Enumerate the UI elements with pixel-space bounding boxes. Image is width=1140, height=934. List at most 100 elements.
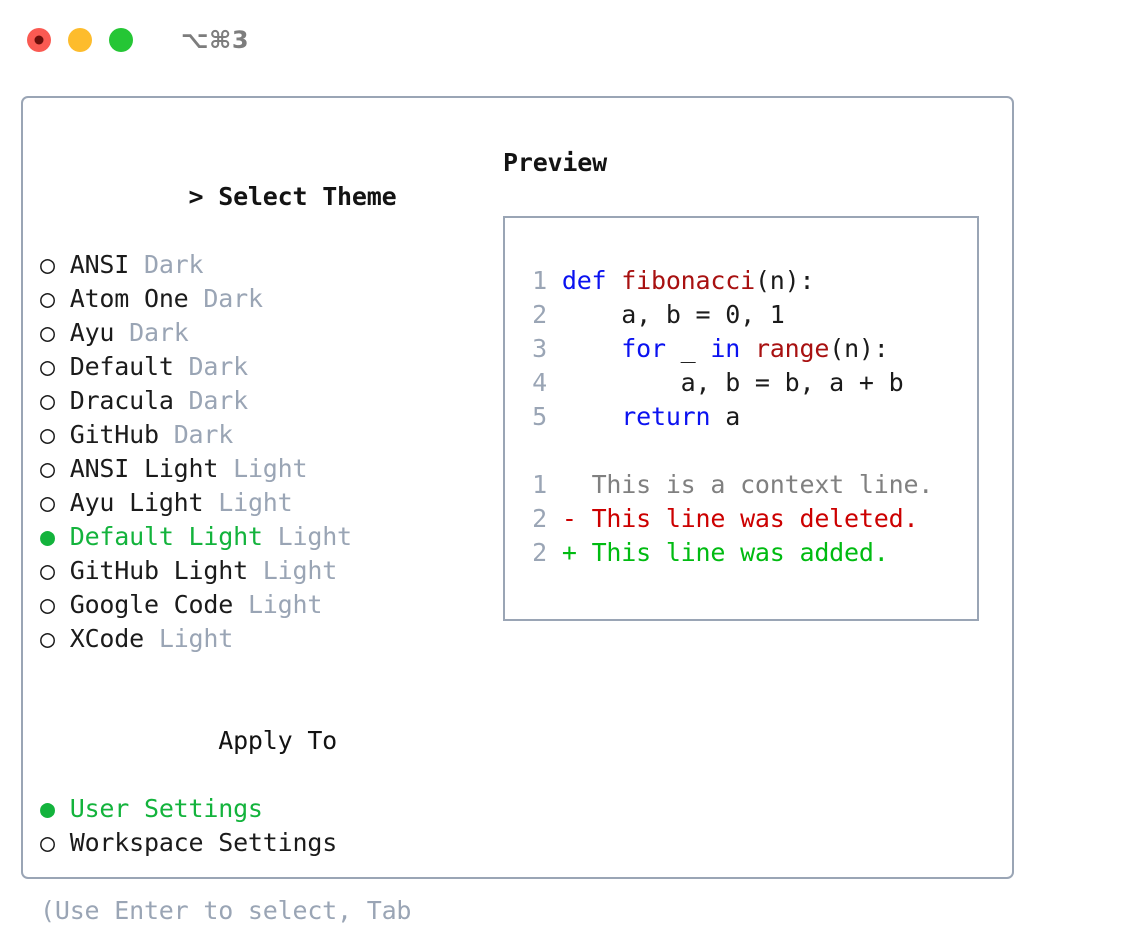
focus-caret-icon: > bbox=[188, 182, 204, 211]
diff-line-added: 2 + This line was added. bbox=[521, 536, 977, 570]
theme-option-label: XCode bbox=[69, 624, 144, 653]
minimize-button-icon[interactable] bbox=[68, 28, 92, 52]
apply-to-option-label: User Settings bbox=[69, 794, 263, 823]
apply-to-header: Apply To bbox=[40, 690, 470, 792]
theme-option-ayu[interactable]: ○ Ayu Dark bbox=[40, 316, 470, 350]
diff-text: This is a context line. bbox=[591, 470, 934, 499]
code-token bbox=[562, 334, 621, 363]
traffic-lights bbox=[27, 28, 133, 52]
theme-option-label: Default Light bbox=[69, 522, 263, 551]
theme-option-github[interactable]: ○ GitHub Dark bbox=[40, 418, 470, 452]
apply-to-option-list: ● User Settings○ Workspace Settings bbox=[40, 792, 470, 860]
theme-option-label: Dracula bbox=[69, 386, 174, 415]
code-token: fibonacci bbox=[621, 266, 755, 295]
theme-option-label: GitHub Light bbox=[69, 556, 248, 585]
diff-line-context: 1 This is a context line. bbox=[521, 468, 977, 502]
code-token: a bbox=[710, 402, 741, 431]
radio-unselected-icon: ○ bbox=[40, 488, 55, 517]
apply-to-option-workspace-settings[interactable]: ○ Workspace Settings bbox=[40, 826, 470, 860]
theme-option-variant-tag: Dark bbox=[129, 318, 189, 347]
theme-option-variant-tag: Dark bbox=[188, 386, 249, 415]
code-token: range bbox=[754, 334, 830, 363]
keyboard-hint-text: (Use Enter to select, Tab to change focu… bbox=[40, 896, 412, 934]
theme-option-variant-tag: Light bbox=[233, 454, 308, 483]
code-token: (n): bbox=[754, 266, 815, 295]
code-token: def bbox=[561, 266, 622, 295]
close-button-icon[interactable] bbox=[27, 28, 51, 52]
code-line: 3 for _ in range(n): bbox=[521, 332, 977, 366]
select-theme-header: > Select Theme bbox=[40, 146, 470, 248]
diff-marker: + bbox=[561, 538, 592, 567]
theme-option-ansi-light[interactable]: ○ ANSI Light Light bbox=[40, 452, 470, 486]
select-theme-header-label: Select Theme bbox=[218, 182, 397, 211]
line-number: 5 bbox=[532, 402, 547, 431]
theme-option-label: ANSI bbox=[69, 250, 130, 279]
radio-unselected-icon: ○ bbox=[40, 318, 55, 347]
theme-option-github-light[interactable]: ○ GitHub Light Light bbox=[40, 554, 470, 588]
theme-option-default[interactable]: ○ Default Dark bbox=[40, 350, 470, 384]
theme-option-label: Ayu Light bbox=[69, 488, 204, 517]
code-line: 5 return a bbox=[521, 400, 977, 434]
theme-option-variant-tag: Dark bbox=[203, 284, 263, 313]
code-token: in bbox=[710, 334, 741, 363]
apply-to-option-user-settings[interactable]: ● User Settings bbox=[40, 792, 470, 826]
radio-unselected-icon: ○ bbox=[40, 828, 55, 857]
code-line: 1 def fibonacci(n): bbox=[521, 264, 977, 298]
theme-option-variant-tag: Light bbox=[218, 488, 293, 517]
radio-unselected-icon: ○ bbox=[40, 386, 55, 415]
theme-option-ayu-light[interactable]: ○ Ayu Light Light bbox=[40, 486, 470, 520]
code-diff-spacer bbox=[521, 434, 977, 468]
radio-unselected-icon: ○ bbox=[40, 454, 55, 483]
theme-option-variant-tag: Dark bbox=[188, 352, 249, 381]
titlebar: ⌥⌘3 bbox=[0, 0, 1140, 80]
code-line: 4 a, b = b, a + b bbox=[521, 366, 977, 400]
theme-option-label: Google Code bbox=[69, 590, 234, 619]
theme-option-label: Ayu bbox=[69, 318, 115, 347]
code-token: (n): bbox=[829, 334, 889, 363]
code-token: return bbox=[621, 402, 711, 431]
theme-option-label: GitHub bbox=[69, 420, 159, 449]
theme-option-variant-tag: Light bbox=[277, 522, 352, 551]
theme-option-google-code[interactable]: ○ Google Code Light bbox=[40, 588, 470, 622]
theme-option-atom-one[interactable]: ○ Atom One Dark bbox=[40, 282, 470, 316]
diff-sample: 1 This is a context line.2 - This line w… bbox=[521, 468, 977, 570]
theme-option-ansi[interactable]: ○ ANSI Dark bbox=[40, 248, 470, 282]
theme-option-xcode[interactable]: ○ XCode Light bbox=[40, 622, 470, 656]
radio-unselected-icon: ○ bbox=[40, 556, 55, 585]
radio-unselected-icon: ○ bbox=[40, 284, 55, 313]
keyboard-shortcut-label: ⌥⌘3 bbox=[181, 26, 250, 54]
theme-option-variant-tag: Light bbox=[262, 556, 338, 585]
theme-option-variant-tag: Light bbox=[158, 624, 234, 653]
code-token bbox=[740, 334, 755, 363]
theme-option-label: ANSI Light bbox=[69, 454, 219, 483]
theme-option-label: Atom One bbox=[69, 284, 189, 313]
line-number: 2 bbox=[532, 504, 547, 533]
code-token: a, b = b, a + b bbox=[561, 368, 904, 397]
line-number: 1 bbox=[532, 470, 547, 499]
theme-picker-panel: > Select Theme ○ ANSI Dark○ Atom One Dar… bbox=[21, 96, 1014, 934]
radio-unselected-icon: ○ bbox=[40, 352, 55, 381]
code-token: _ bbox=[665, 334, 711, 363]
apply-to-header-label: Apply To bbox=[218, 726, 338, 755]
preview-title: Preview bbox=[503, 148, 607, 177]
code-token: for bbox=[621, 334, 666, 363]
diff-line-deleted: 2 - This line was deleted. bbox=[521, 502, 977, 536]
diff-text: This line was added. bbox=[591, 538, 889, 567]
radio-unselected-icon: ○ bbox=[40, 624, 55, 653]
line-number: 1 bbox=[532, 266, 547, 295]
theme-option-variant-tag: Dark bbox=[143, 250, 204, 279]
theme-option-variant-tag: Light bbox=[247, 590, 323, 619]
radio-unselected-icon: ○ bbox=[40, 590, 55, 619]
line-number: 4 bbox=[532, 368, 547, 397]
theme-option-list: ○ ANSI Dark○ Atom One Dark○ Ayu Dark○ De… bbox=[40, 248, 470, 656]
diff-marker bbox=[562, 470, 592, 499]
diff-marker: - bbox=[561, 504, 592, 533]
theme-option-dracula[interactable]: ○ Dracula Dark bbox=[40, 384, 470, 418]
maximize-button-icon[interactable] bbox=[109, 28, 133, 52]
theme-option-label: Default bbox=[69, 352, 174, 381]
theme-option-default-light[interactable]: ● Default Light Light bbox=[40, 520, 470, 554]
code-token: a, b = 0, 1 bbox=[561, 300, 785, 329]
